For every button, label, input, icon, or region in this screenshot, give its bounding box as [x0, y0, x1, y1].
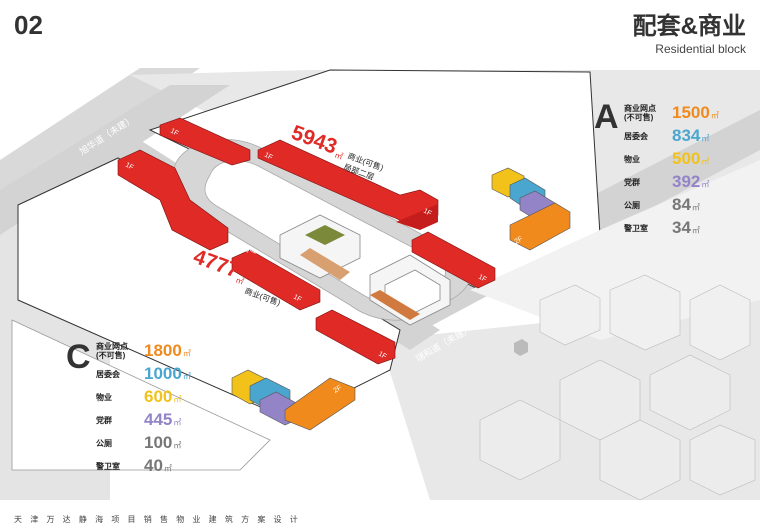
floor-tag: 1F [422, 208, 433, 218]
legend-a-letter: A [594, 98, 619, 136]
legend-value-unit: ㎡ [173, 395, 182, 404]
legend-value-number: 1000 [144, 364, 182, 383]
floor-tag: 1F [292, 294, 303, 304]
legend-label: 公厕 [96, 439, 112, 448]
floor-tag: 1F [477, 274, 488, 284]
legend-value-unit: ㎡ [710, 111, 719, 120]
legend-row: 公厕 100㎡ [96, 432, 216, 455]
legend-value: 40㎡ [144, 456, 172, 476]
legend-value-number: 600 [144, 387, 173, 406]
legend-value-unit: ㎡ [182, 349, 191, 358]
page-title: 配套&商业 [632, 13, 746, 40]
legend-row: 商业网点 (不可售) 1800㎡ [96, 340, 216, 363]
legend-value-unit: ㎡ [163, 464, 172, 473]
facility-block-c [231, 369, 356, 431]
legend-value-unit: ㎡ [173, 441, 182, 450]
floor-tag: 1F [377, 351, 388, 361]
footer-caption: 天 津 万 达 静 海 项 目 销 售 物 业 建 筑 方 案 设 计 [14, 515, 301, 524]
legend-value: 1500㎡ [672, 103, 719, 123]
legend-value-number: 84 [672, 195, 691, 214]
floor-tag: 2F [514, 236, 525, 246]
legend-value: 100㎡ [144, 433, 181, 453]
legend-value: 34㎡ [672, 218, 700, 238]
floor-tag: 1F [263, 152, 274, 162]
legend-value-unit: ㎡ [691, 226, 700, 235]
legend-value-number: 1500 [672, 103, 710, 122]
legend-label: 党群 [96, 416, 112, 425]
legend-row: 警卫室 34㎡ [624, 217, 744, 240]
floor-tags: 1F 1F 1F 1F 1F 1F 1F 2F 2F [124, 128, 524, 395]
legend-label: 警卫室 [96, 462, 120, 471]
floor-tag: 1F [169, 128, 180, 138]
page-subtitle: Residential block [655, 42, 746, 56]
legend-row: 居委会 834㎡ [624, 125, 744, 148]
legend-c-letter: C [66, 338, 91, 376]
legend-value-unit: ㎡ [182, 372, 191, 381]
legend-label: 公厕 [624, 201, 640, 210]
legend-row: 商业网点 (不可售) 1500㎡ [624, 102, 744, 125]
legend-row: 警卫室 40㎡ [96, 455, 216, 478]
legend-value-unit: ㎡ [173, 418, 182, 427]
legend-value-number: 100 [144, 433, 173, 452]
legend-label: 居委会 [96, 370, 120, 379]
area-north-unit: ㎡ [333, 150, 344, 161]
legend-value-number: 445 [144, 410, 173, 429]
legend-value-number: 1800 [144, 341, 182, 360]
legend-label: 物业 [624, 155, 640, 164]
context-buildings [479, 274, 756, 501]
legend-label: 物业 [96, 393, 112, 402]
legend-row: 物业 600㎡ [96, 386, 216, 409]
legend-value: 1000㎡ [144, 364, 191, 384]
legend-value: 1800㎡ [144, 341, 191, 361]
legend-value-unit: ㎡ [701, 134, 710, 143]
legend-value: 84㎡ [672, 195, 700, 215]
small-landmark [514, 339, 528, 356]
floor-tag: 1F [124, 162, 135, 172]
legend-label: 商业网点 (不可售) [624, 104, 656, 122]
legend-label: 居委会 [624, 132, 648, 141]
area-south-unit: ㎡ [234, 275, 245, 286]
legend-value: 392㎡ [672, 172, 709, 192]
legend-row: 党群 392㎡ [624, 171, 744, 194]
page-number: 02 [14, 10, 43, 40]
floor-tag: 2F [333, 385, 344, 395]
legend-row: 党群 445㎡ [96, 409, 216, 432]
legend-label: 警卫室 [624, 224, 648, 233]
legend-label: 商业网点 (不可售) [96, 342, 128, 360]
legend-value-unit: ㎡ [701, 157, 710, 166]
legend-value: 600㎡ [144, 387, 181, 407]
legend-value-unit: ㎡ [701, 180, 710, 189]
facility-block-a [491, 167, 571, 251]
legend-row: 居委会 1000㎡ [96, 363, 216, 386]
legend-value-unit: ㎡ [691, 203, 700, 212]
central-buildings [279, 214, 451, 326]
legend-value: 834㎡ [672, 126, 709, 146]
legend-row: 公厕 84㎡ [624, 194, 744, 217]
legend-value-number: 40 [144, 456, 163, 475]
legend-value-number: 834 [672, 126, 701, 145]
commercial-blocks [117, 117, 496, 365]
legend-value-number: 500 [672, 149, 701, 168]
legend-value-number: 392 [672, 172, 701, 191]
legend-value-number: 34 [672, 218, 691, 237]
legend-value: 445㎡ [144, 410, 181, 430]
land-parcels [11, 69, 760, 471]
legend-row: 物业 500㎡ [624, 148, 744, 171]
legend-label: 党群 [624, 178, 640, 187]
legend-value: 500㎡ [672, 149, 709, 169]
